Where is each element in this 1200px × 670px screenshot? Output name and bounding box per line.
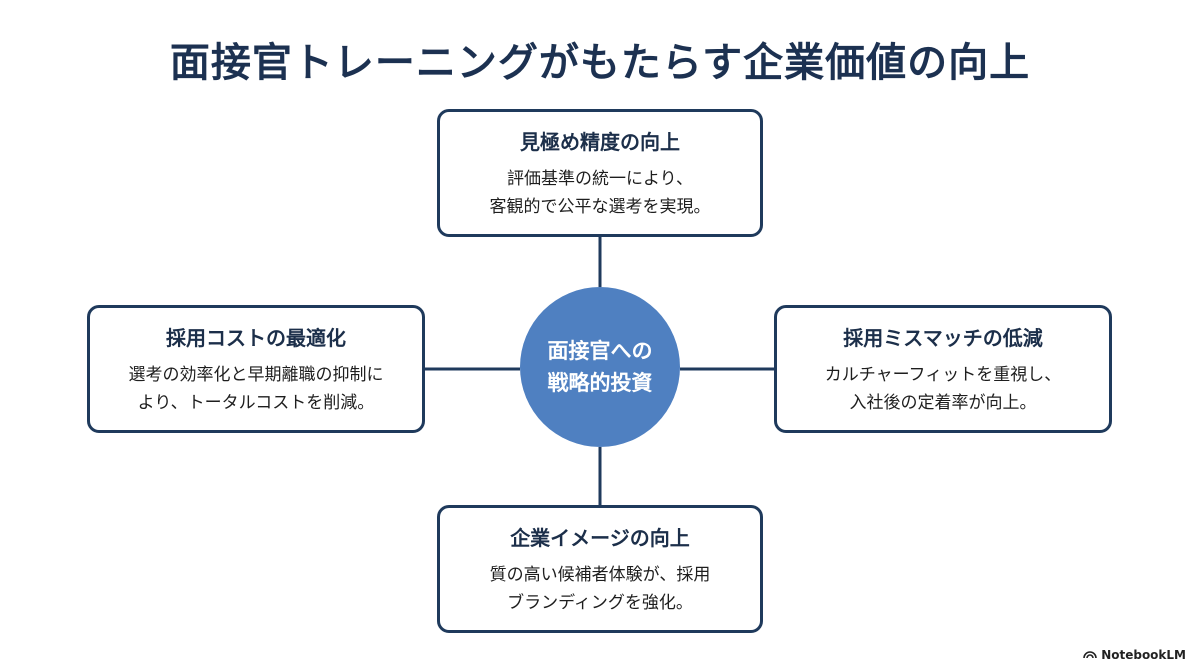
node-heading: 見極め精度の向上	[520, 129, 680, 154]
node-heading: 採用コストの最適化	[166, 325, 346, 350]
center-hub: 面接官への 戦略的投資	[520, 287, 680, 447]
node-description-line: 入社後の定着率が向上。	[849, 392, 1037, 413]
brand-watermark: NotebookLM	[1083, 648, 1186, 662]
node-description-line: カルチャーフィットを重視し、	[824, 364, 1062, 385]
node-corporate-image: 企業イメージの向上 質の高い候補者体験が、採用 ブランディングを強化。	[437, 505, 763, 633]
node-heading: 企業イメージの向上	[510, 525, 690, 550]
node-description-line: 選考の効率化と早期離職の抑制に	[128, 364, 384, 385]
node-description-line: 評価基準の統一により、	[507, 168, 693, 189]
node-selection-accuracy: 見極め精度の向上 評価基準の統一により、 客観的で公平な選考を実現。	[437, 109, 763, 237]
node-cost-optimization: 採用コストの最適化 選考の効率化と早期離職の抑制に より、トータルコストを削減。	[87, 305, 425, 433]
brand-label: NotebookLM	[1101, 648, 1186, 662]
node-description-line: 質の高い候補者体験が、採用	[489, 564, 711, 585]
center-label-line: 戦略的投資	[547, 371, 653, 395]
page-title: 面接官トレーニングがもたらす企業価値の向上	[169, 40, 1031, 86]
node-description-line: より、トータルコストを削減。	[137, 392, 375, 413]
notebooklm-logo-icon	[1083, 648, 1097, 662]
center-label-line: 面接官への	[547, 339, 653, 363]
node-description-line: 客観的で公平な選考を実現。	[489, 196, 711, 217]
node-heading: 採用ミスマッチの低減	[843, 325, 1043, 350]
node-description-line: ブランディングを強化。	[507, 592, 693, 613]
node-mismatch-reduction: 採用ミスマッチの低減 カルチャーフィットを重視し、 入社後の定着率が向上。	[774, 305, 1112, 433]
